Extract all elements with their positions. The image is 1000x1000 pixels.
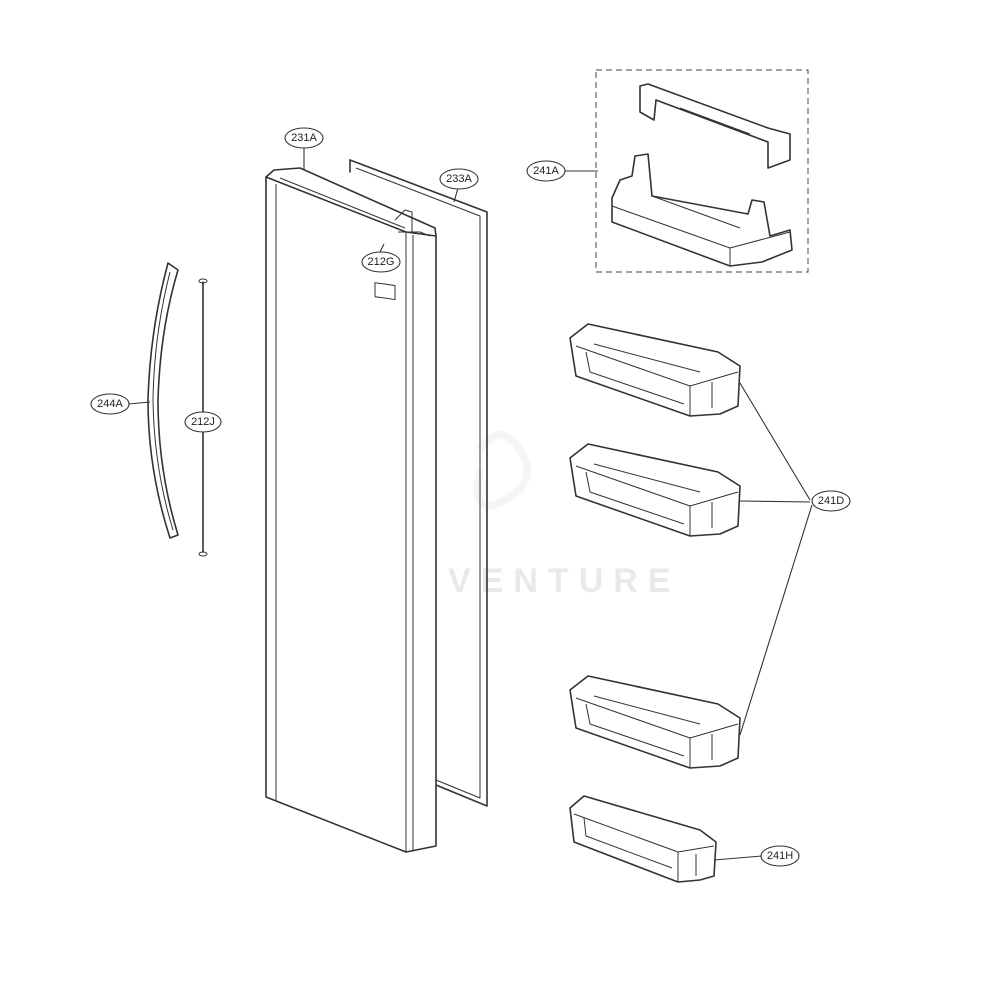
door-gasket bbox=[349, 159, 488, 807]
callout-241A: 241A bbox=[526, 160, 566, 182]
callout-241D-text: 241D bbox=[818, 495, 844, 507]
callout-231A: 231A bbox=[284, 127, 324, 149]
small-door-bin bbox=[569, 795, 717, 883]
callout-241A-text: 241A bbox=[533, 165, 559, 177]
callout-244A: 244A bbox=[90, 393, 130, 415]
callout-244A-text: 244A bbox=[97, 398, 123, 410]
leader-lines bbox=[127, 148, 813, 861]
callout-212J: 212J bbox=[184, 411, 222, 433]
callout-212G: 212G bbox=[361, 251, 401, 273]
door-bin-3 bbox=[569, 675, 741, 769]
callout-212J-text: 212J bbox=[191, 416, 215, 428]
cover-bin-group bbox=[595, 69, 809, 273]
callout-212G-text: 212G bbox=[368, 256, 395, 268]
door-handle bbox=[147, 262, 179, 539]
callout-241H-text: 241H bbox=[767, 850, 793, 862]
door-assembly bbox=[265, 167, 437, 853]
door-bin-2 bbox=[569, 443, 741, 537]
callout-233A-text: 233A bbox=[446, 173, 472, 185]
door-bin-1 bbox=[569, 323, 741, 417]
callout-241D: 241D bbox=[811, 490, 851, 512]
callout-233A: 233A bbox=[439, 168, 479, 190]
callout-231A-text: 231A bbox=[291, 132, 317, 144]
callout-241H: 241H bbox=[760, 845, 800, 867]
